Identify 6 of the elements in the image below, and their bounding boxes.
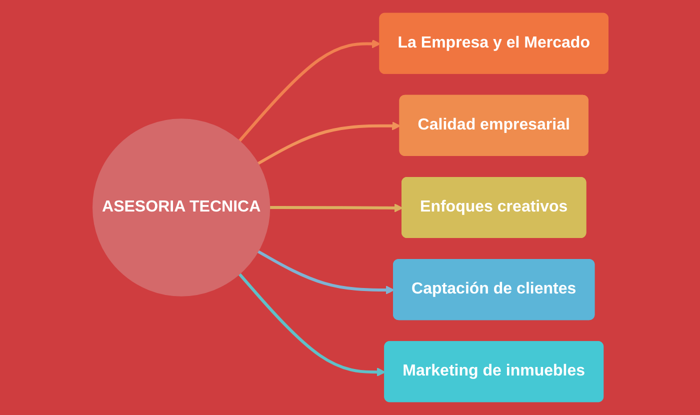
- arrow: [238, 39, 380, 142]
- node-circle: ASESORIA TECNICA: [92, 118, 270, 296]
- arrow: [238, 273, 386, 376]
- arrow: [256, 121, 400, 165]
- arrow: [269, 204, 402, 212]
- arrow: [256, 250, 394, 294]
